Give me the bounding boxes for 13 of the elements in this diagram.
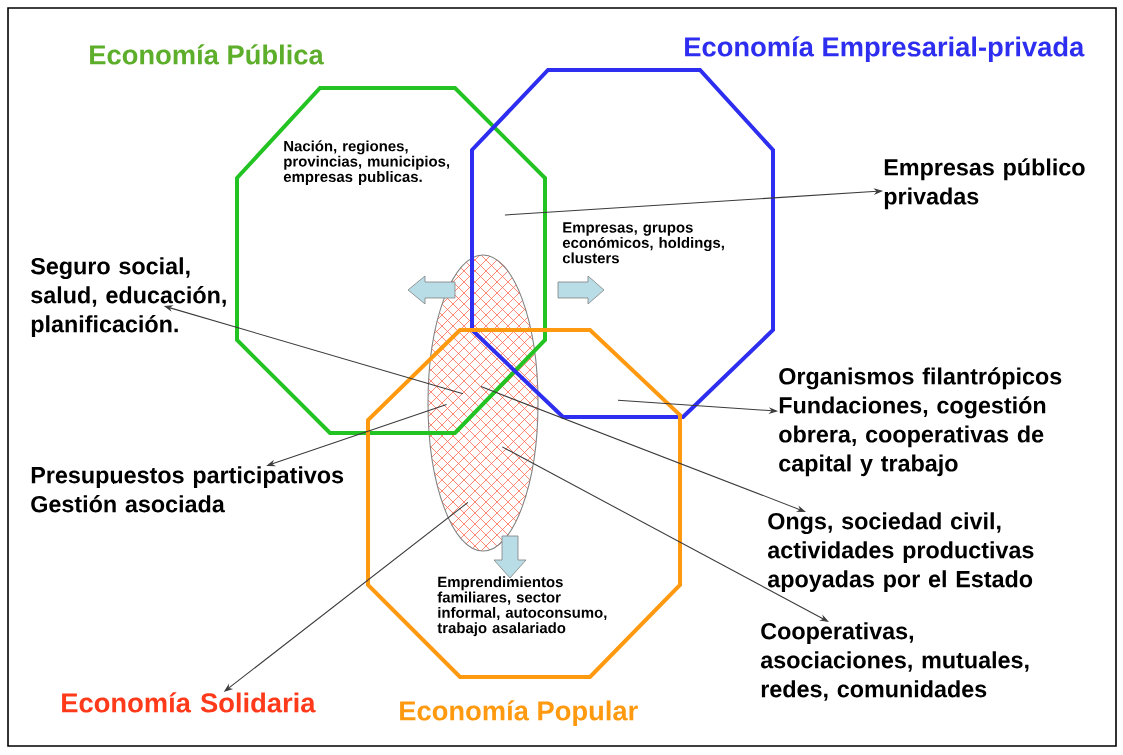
label-text: Ongs, sociedad civil, actividades productivas apoyadas por el Estado — [767, 512, 1034, 592]
octagon: Empresas, grupos económicos, holdings, clusters — [470, 68, 775, 419]
octagon: Emprendimientos familiares, sector informal, autoconsumo, trabajo asalariado — [366, 328, 682, 679]
octagon: Nación, regiones, provincias, municipios, empresas publicas. — [235, 86, 547, 435]
label-text: Economía Solidaria — [62, 692, 316, 713]
label-text: Organismos filantrópicos Fundaciones, cogestión obrera, cooperativas de capital y trabajo — [779, 367, 1062, 477]
label-text: Presupuestos participativos Gestión asociada — [31, 466, 344, 513]
heading: Economía Popular — [400, 700, 638, 726]
label-text: Seguro social, salud, educación, planificación. — [30, 257, 226, 337]
label-text: Cooperativas, asociaciones, mutuales, redes, comunidades — [760, 622, 1029, 701]
heading: Economía Pública — [90, 44, 324, 65]
label-text: Empresas público privadas — [884, 158, 1085, 210]
heading: Economía Empresarial-privada — [685, 36, 1085, 62]
